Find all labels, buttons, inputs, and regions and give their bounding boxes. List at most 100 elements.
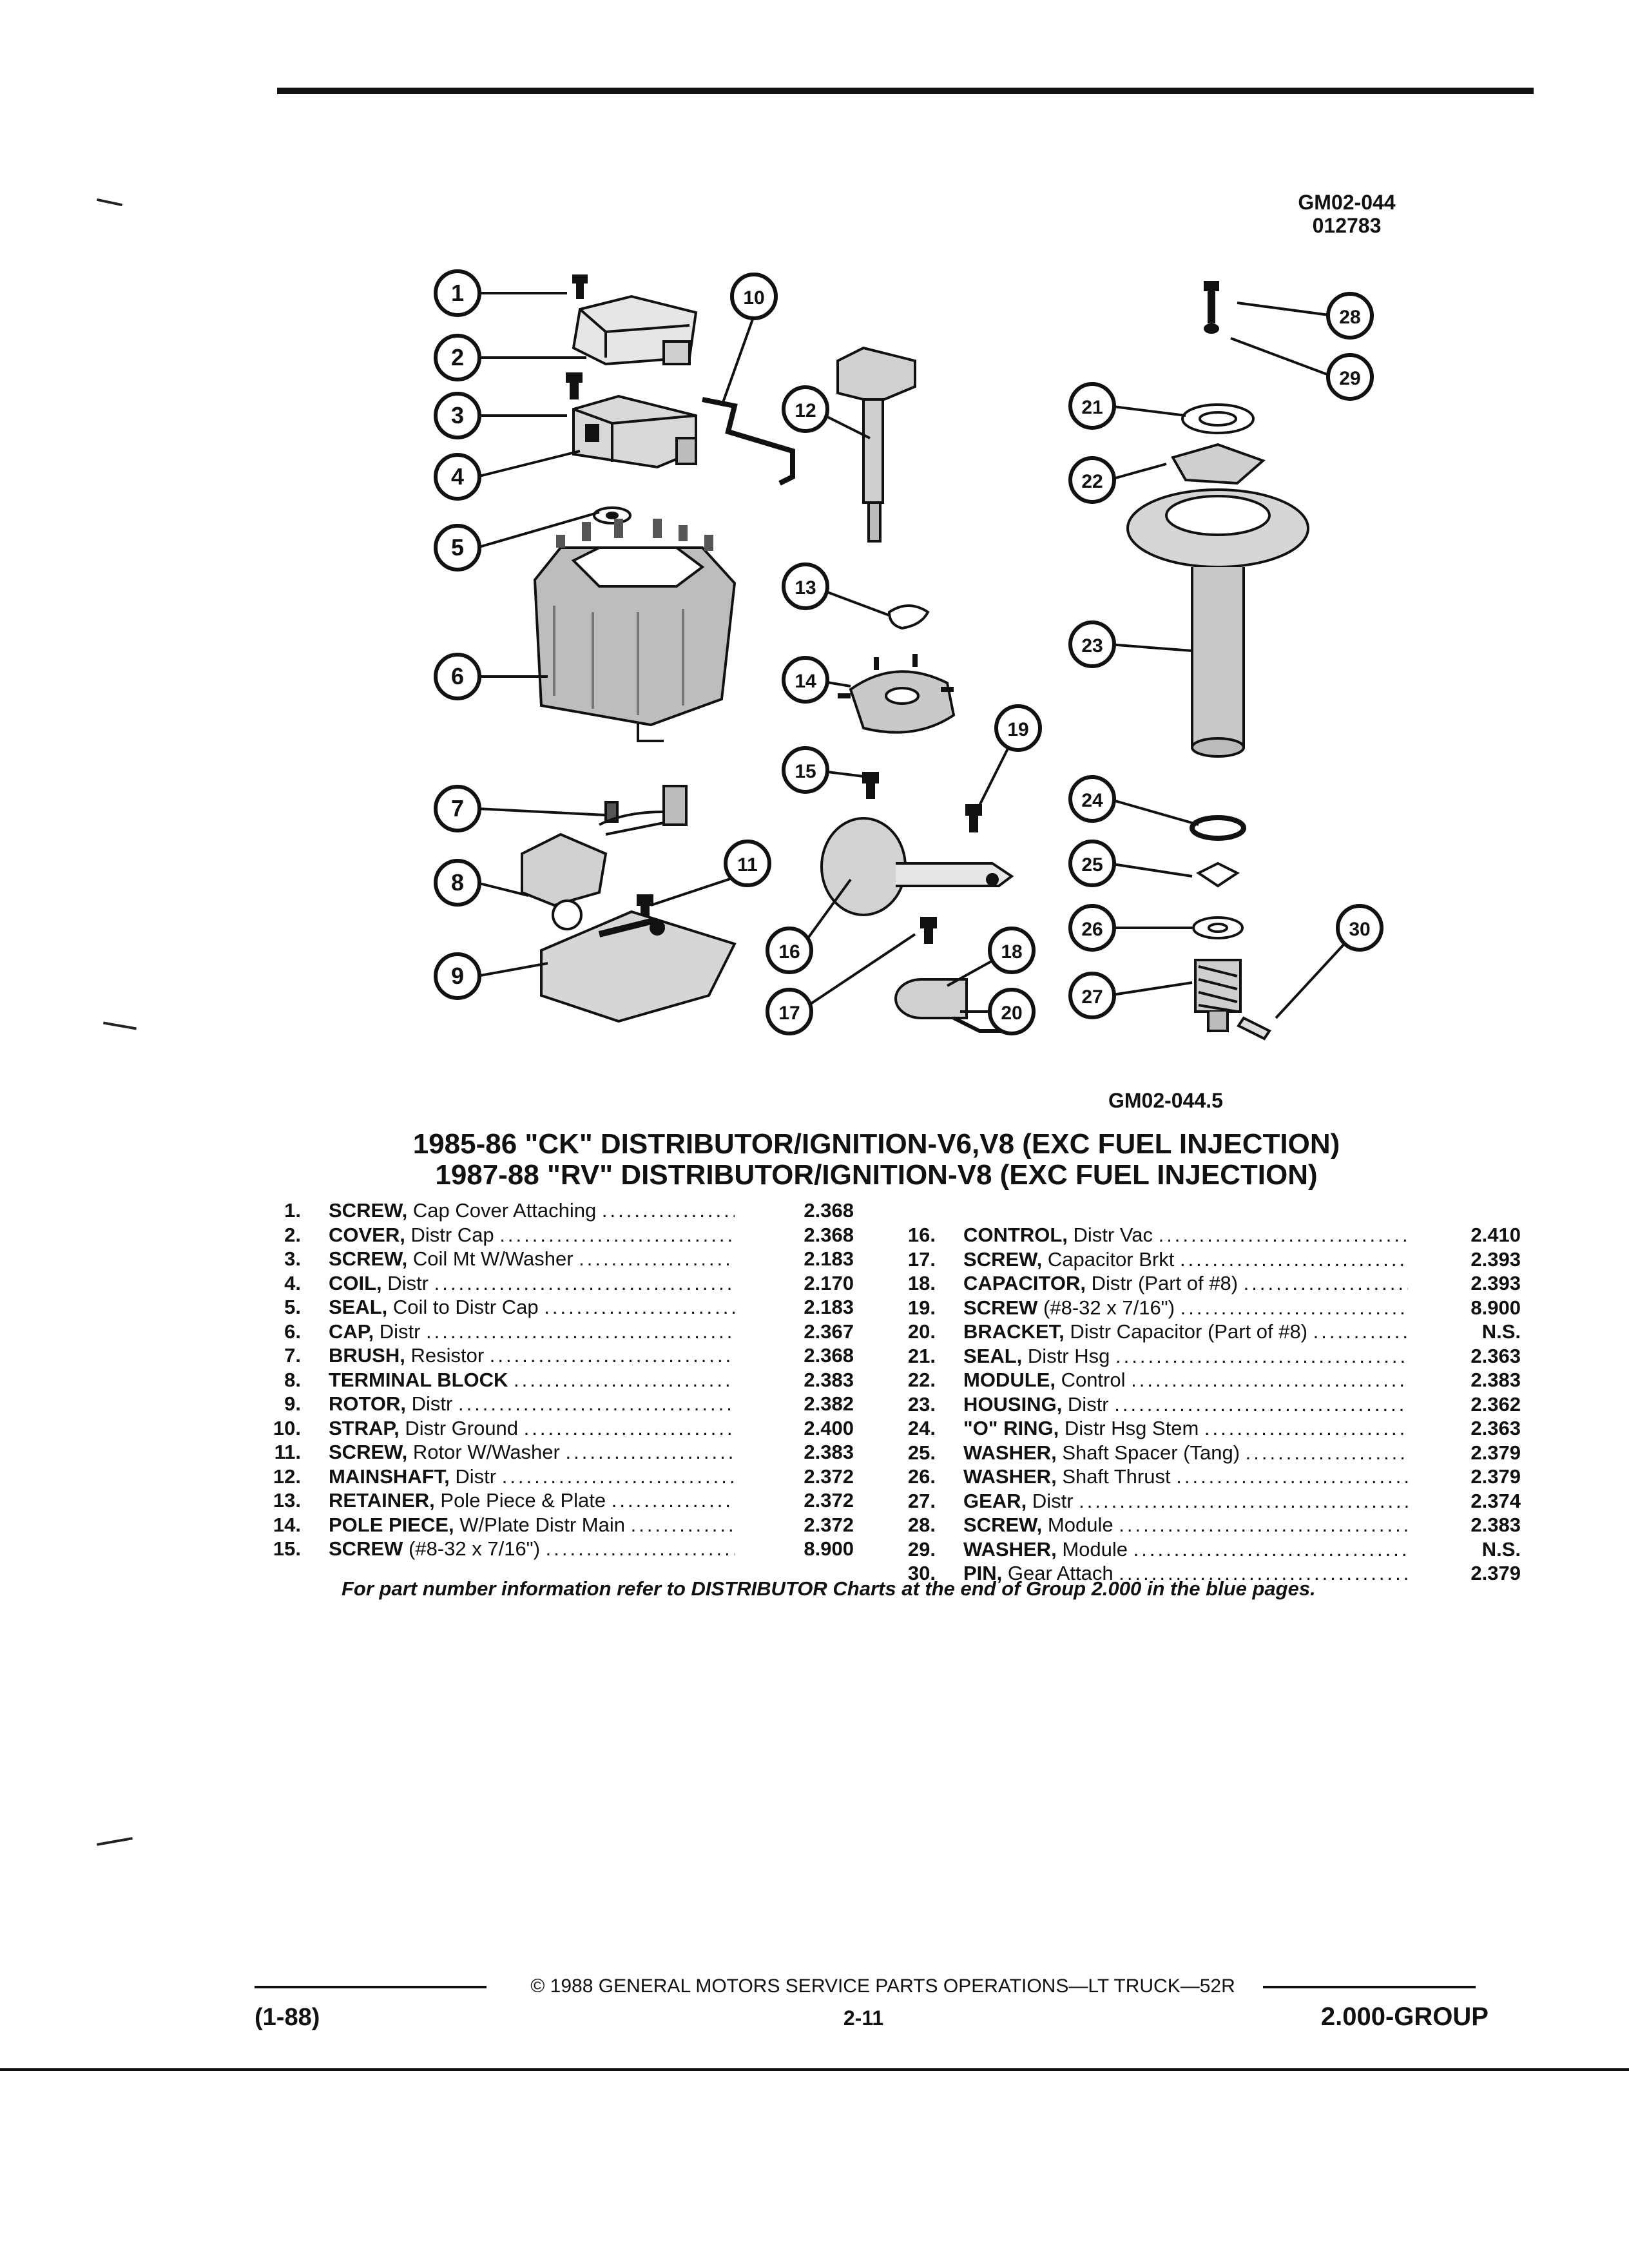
callout-4: 4 bbox=[434, 453, 481, 501]
part-ground-strap bbox=[702, 397, 795, 486]
part-description: STRAP, Distr Ground ....................… bbox=[329, 1416, 735, 1441]
part-number: 29. bbox=[907, 1537, 936, 1561]
part-row: 5.SEAL, Coil to Distr Cap ..............… bbox=[255, 1295, 854, 1320]
part-detail: Coil Mt W/Washer bbox=[412, 1247, 574, 1270]
svg-text:2: 2 bbox=[451, 344, 464, 370]
part-detail: Distr Vac bbox=[1073, 1224, 1153, 1246]
footer-copyright: © 1988 GENERAL MOTORS SERVICE PARTS OPER… bbox=[530, 1975, 1235, 1997]
callout-27: 27 bbox=[1068, 972, 1116, 1019]
svg-text:24: 24 bbox=[1081, 790, 1103, 811]
part-name: MAINSHAFT, bbox=[329, 1465, 450, 1488]
group-number: 2.383 bbox=[1470, 1369, 1521, 1391]
part-row: 20.BRACKET, Distr Capacitor (Part of #8)… bbox=[889, 1320, 1521, 1344]
part-seal-coil bbox=[593, 506, 631, 524]
group-number: 2.372 bbox=[804, 1489, 854, 1512]
svg-text:17: 17 bbox=[778, 1003, 800, 1024]
callout-6: 6 bbox=[434, 653, 481, 700]
part-name: RETAINER, bbox=[329, 1489, 435, 1512]
leader-dots: ........................................… bbox=[545, 1537, 735, 1560]
part-row: 2.COVER, Distr Cap .....................… bbox=[255, 1223, 854, 1247]
svg-text:30: 30 bbox=[1349, 919, 1370, 940]
part-number: 9. bbox=[284, 1392, 301, 1415]
group-number: 2.363 bbox=[1470, 1344, 1521, 1367]
part-description: PIN, Gear Attach .......................… bbox=[963, 1561, 1408, 1586]
part-name: COIL, bbox=[329, 1271, 382, 1294]
part-number: 18. bbox=[907, 1272, 936, 1294]
leader-dots: ........................................… bbox=[499, 1223, 735, 1246]
callout-25: 25 bbox=[1068, 840, 1116, 887]
callout-5: 5 bbox=[434, 524, 481, 572]
part-description: "O" RING, Distr Hsg Stem ...............… bbox=[963, 1416, 1408, 1441]
leader-dots: ........................................… bbox=[1204, 1417, 1408, 1439]
part-detail: Distr Capacitor (Part of #8) bbox=[1070, 1320, 1308, 1343]
part-screw-pole bbox=[862, 772, 879, 799]
part-description: SCREW, Module ..........................… bbox=[963, 1513, 1408, 1537]
leader-dots: ........................................… bbox=[630, 1513, 735, 1536]
callout-2: 2 bbox=[434, 334, 481, 381]
part-detail: W/Plate Distr Main bbox=[459, 1513, 625, 1536]
svg-text:14: 14 bbox=[795, 671, 816, 692]
part-detail: Distr bbox=[1032, 1489, 1074, 1512]
part-pole-piece bbox=[838, 654, 956, 734]
group-number: 2.372 bbox=[804, 1513, 854, 1536]
callout-16: 16 bbox=[766, 927, 813, 974]
part-name: SCREW bbox=[963, 1296, 1038, 1319]
group-number: 2.393 bbox=[1470, 1247, 1521, 1271]
leader-dots: ........................................… bbox=[1119, 1562, 1408, 1584]
leader-dots: ........................................… bbox=[1158, 1224, 1408, 1246]
svg-text:27: 27 bbox=[1081, 986, 1103, 1008]
part-number: 4. bbox=[284, 1271, 301, 1294]
parts-list-right: 16.CONTROL, Distr Vac ..................… bbox=[889, 1223, 1521, 1586]
part-number: 3. bbox=[284, 1247, 301, 1270]
part-name: SCREW, bbox=[329, 1441, 408, 1463]
leader-dots: ........................................… bbox=[544, 1296, 735, 1318]
part-screw-module bbox=[1204, 281, 1219, 323]
part-number: 26. bbox=[907, 1465, 936, 1488]
callout-12: 12 bbox=[782, 385, 829, 433]
part-row: 13.RETAINER, Pole Piece & Plate ........… bbox=[255, 1488, 854, 1513]
svg-text:16: 16 bbox=[778, 941, 800, 963]
svg-text:15: 15 bbox=[795, 761, 816, 782]
part-name: SEAL, bbox=[329, 1296, 388, 1318]
top-rule bbox=[277, 88, 1534, 94]
part-detail: Distr Ground bbox=[405, 1416, 519, 1439]
part-name: ROTOR, bbox=[329, 1392, 406, 1415]
part-detail: Cap Cover Attaching bbox=[412, 1199, 597, 1222]
part-description: SEAL, Distr Hsg ........................… bbox=[963, 1344, 1408, 1369]
leader-dots: ........................................… bbox=[514, 1368, 735, 1391]
group-number: 2.372 bbox=[804, 1465, 854, 1488]
part-name: CAPACITOR, bbox=[963, 1272, 1086, 1294]
callout-3: 3 bbox=[434, 392, 481, 439]
part-description: MAINSHAFT, Distr .......................… bbox=[329, 1465, 735, 1489]
footnote: For part number information refer to DIS… bbox=[342, 1577, 1316, 1600]
svg-text:29: 29 bbox=[1339, 368, 1360, 389]
group-number: 2.374 bbox=[1470, 1489, 1521, 1512]
part-mainshaft bbox=[836, 346, 916, 543]
part-row: 1.SCREW, Cap Cover Attaching ...........… bbox=[255, 1198, 854, 1223]
svg-text:10: 10 bbox=[743, 287, 764, 309]
leader-dots: ........................................… bbox=[579, 1247, 735, 1270]
leader-dots: ........................................… bbox=[1176, 1465, 1408, 1488]
part-screw-vacuum bbox=[965, 804, 982, 832]
part-description: SEAL, Coil to Distr Cap ................… bbox=[329, 1295, 735, 1320]
svg-text:23: 23 bbox=[1081, 635, 1103, 657]
part-detail: Gear Attach bbox=[1007, 1562, 1113, 1584]
part-row: 8.TERMINAL BLOCK .......................… bbox=[255, 1368, 854, 1392]
part-name: WASHER, bbox=[963, 1537, 1057, 1561]
part-row: 14.POLE PIECE, W/Plate Distr Main ......… bbox=[255, 1513, 854, 1537]
part-description: SCREW, Capacitor Brkt ..................… bbox=[963, 1247, 1408, 1272]
callout-8: 8 bbox=[434, 859, 481, 907]
part-detail: Pole Piece & Plate bbox=[440, 1489, 606, 1512]
part-number: 27. bbox=[907, 1489, 936, 1512]
part-name: BRACKET, bbox=[963, 1320, 1065, 1343]
part-detail: Coil to Distr Cap bbox=[392, 1296, 539, 1318]
part-description: MODULE, Control ........................… bbox=[963, 1368, 1408, 1392]
part-detail: Control bbox=[1061, 1369, 1126, 1391]
part-distributor-cap bbox=[533, 519, 737, 742]
part-row: 6.CAP, Distr ...........................… bbox=[255, 1320, 854, 1344]
callout-15: 15 bbox=[782, 746, 829, 794]
part-number: 12. bbox=[273, 1465, 301, 1488]
figure-reference-top: GM02-044 012783 bbox=[1263, 191, 1431, 237]
part-detail: Distr (Part of #8) bbox=[1091, 1272, 1239, 1294]
part-number: 14. bbox=[273, 1513, 301, 1536]
